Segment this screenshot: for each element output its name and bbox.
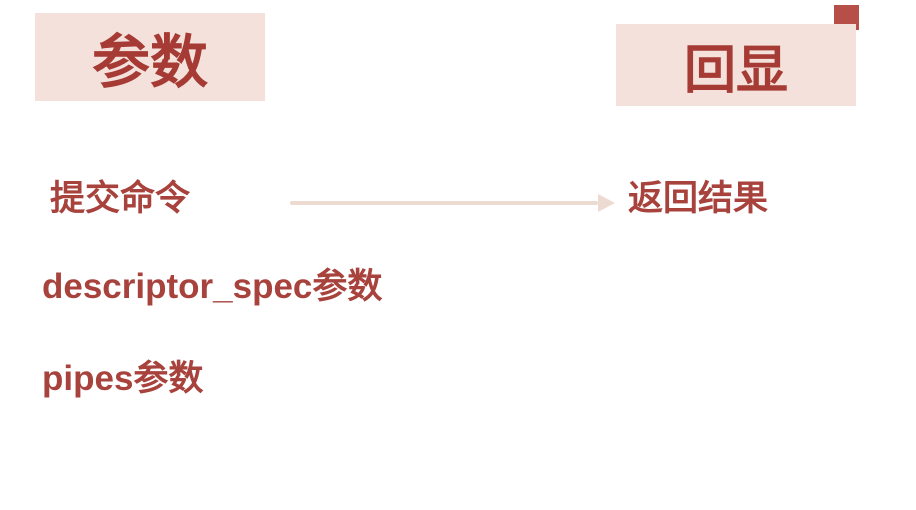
return-result-label: 返回结果 [628, 179, 769, 218]
descriptor-spec-param-label: descriptor_spec参数 [42, 267, 383, 306]
arrow-line [290, 201, 598, 205]
submit-command-label: 提交命令 [50, 179, 191, 218]
header-parameters: 参数 [35, 13, 265, 101]
header-echo-label: 回显 [683, 41, 788, 100]
pipes-param-label: pipes参数 [42, 359, 204, 398]
header-echo: 回显 [616, 24, 856, 106]
arrow-head [598, 194, 615, 212]
header-parameters-label: 参数 [91, 30, 208, 95]
right-arrow-icon [290, 194, 615, 212]
